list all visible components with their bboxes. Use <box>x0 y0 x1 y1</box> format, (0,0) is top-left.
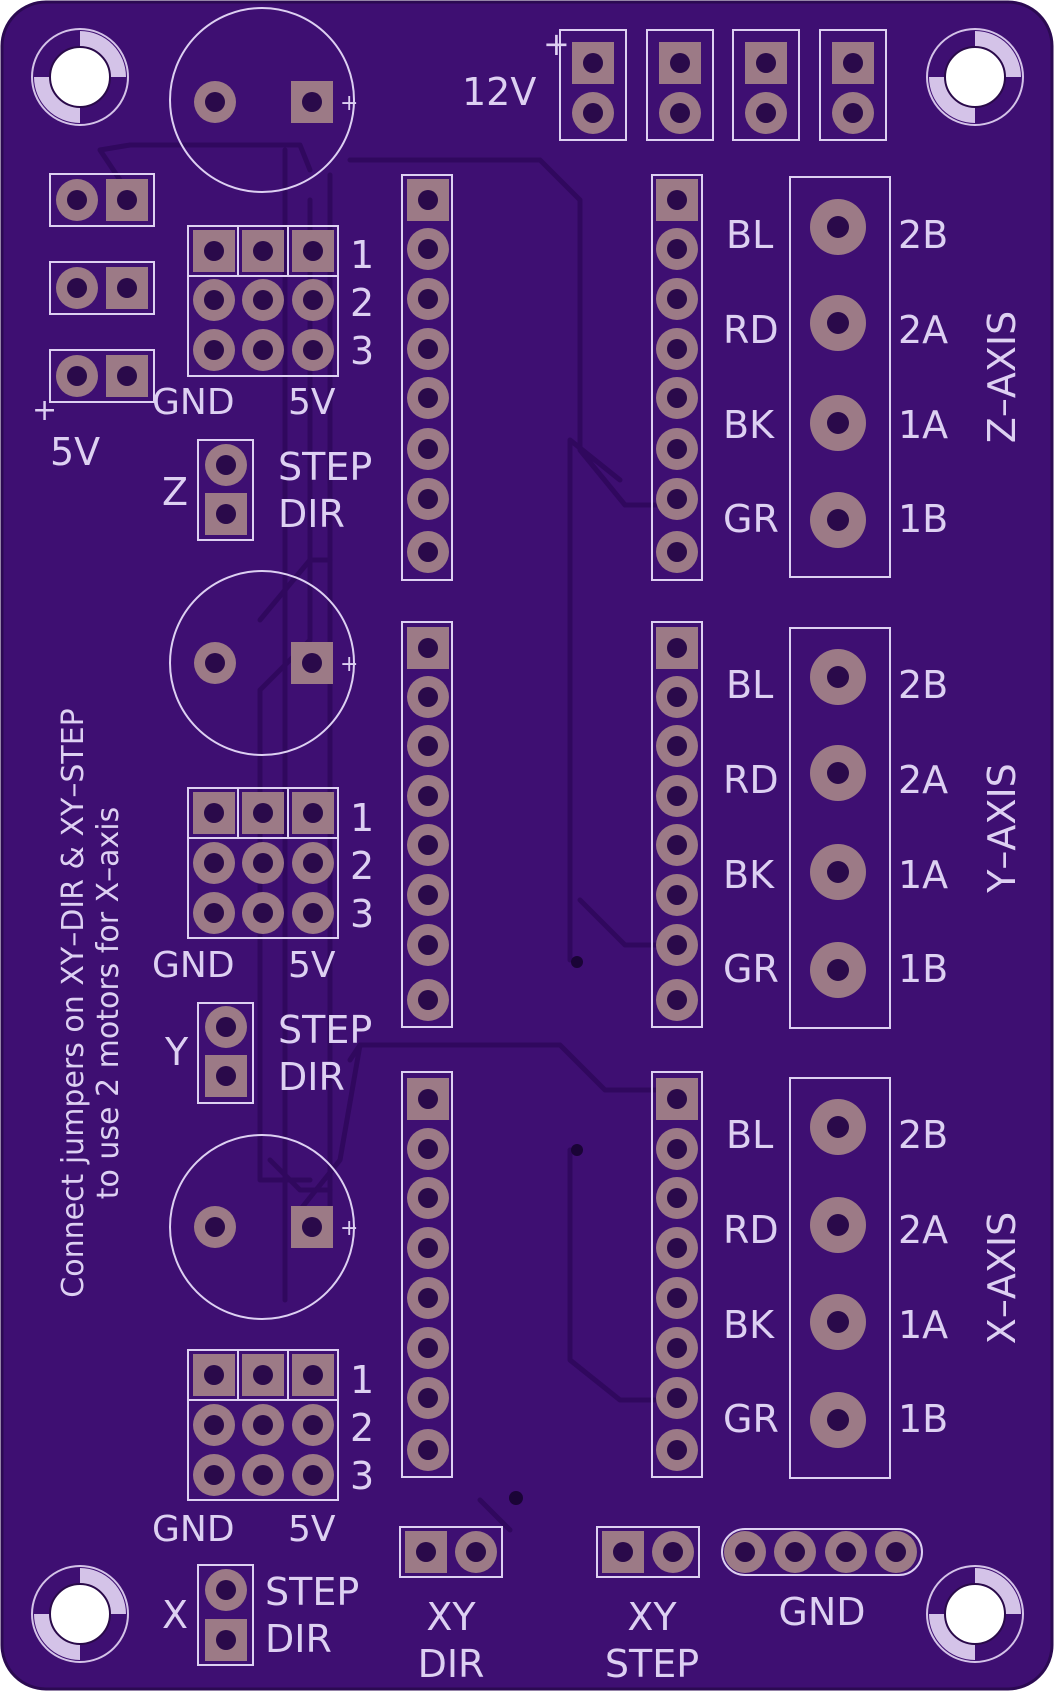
mount-hole-tl <box>31 28 129 126</box>
jumper2-row2: 2 <box>350 844 374 888</box>
x-wire-gr: GR <box>723 1397 779 1441</box>
svg-text:+: + <box>340 1216 358 1241</box>
xy-dir-label-1: XY <box>426 1595 476 1639</box>
driver-socket-z-right <box>651 174 703 581</box>
z-pin-2a: 2A <box>898 308 948 352</box>
motor-connector-x <box>789 1077 891 1479</box>
x-pin-2a: 2A <box>898 1208 948 1252</box>
driver-socket-z-left <box>401 174 453 581</box>
z-dir-label: DIR <box>278 492 345 536</box>
y-pin-1a: 1A <box>898 853 948 897</box>
z-wire-gr: GR <box>723 497 779 541</box>
capacitor-2: + <box>169 570 358 756</box>
xy-step-label-1: XY <box>627 1595 677 1639</box>
y-wire-gr: GR <box>723 947 779 991</box>
x-pin-1b: 1B <box>898 1397 948 1441</box>
gnd-header <box>721 1528 923 1576</box>
xy-dir-header <box>399 1526 503 1578</box>
driver-socket-y-left <box>401 621 453 1028</box>
motor-connector-y <box>789 627 891 1029</box>
jumper3-row3: 3 <box>350 1454 374 1498</box>
driver-socket-y-right <box>651 621 703 1028</box>
jumper1-gnd: GND <box>152 382 235 423</box>
y-wire-bk: BK <box>723 853 775 897</box>
x-wire-bl: BL <box>726 1113 773 1157</box>
gnd-label: GND <box>778 1590 865 1634</box>
capacitor-1: + <box>169 7 358 193</box>
z-pin-2b: 2B <box>898 213 948 257</box>
x-pin-2b: 2B <box>898 1113 948 1157</box>
jumper1-row1: 1 <box>350 233 374 277</box>
z-step-dir-header <box>197 439 254 541</box>
z-wire-bk: BK <box>723 403 775 447</box>
x-letter: X <box>162 1593 188 1637</box>
x-axis-label: X–AXIS <box>980 1212 1024 1344</box>
x-wire-rd: RD <box>723 1208 779 1252</box>
jumper2-row1: 1 <box>350 796 374 840</box>
y-step-label: STEP <box>278 1008 372 1052</box>
svg-text:+: + <box>340 652 358 677</box>
label-12v: 12V <box>462 70 536 114</box>
jumper2-gnd: GND <box>152 945 235 986</box>
y-letter: Y <box>164 1030 189 1074</box>
jumper2-row3: 3 <box>350 892 374 936</box>
svg-text:+: + <box>340 91 358 116</box>
power-12v-headers <box>559 29 887 141</box>
x-pin-1a: 1A <box>898 1303 948 1347</box>
z-pin-1b: 1B <box>898 497 948 541</box>
y-axis-label: Y–AXIS <box>980 763 1024 894</box>
jumper-header-2 <box>187 787 339 939</box>
z-letter: Z <box>162 470 188 514</box>
label-12v-plus: + <box>543 25 570 63</box>
xy-dir-label-2: DIR <box>418 1642 485 1686</box>
x-dir-label: DIR <box>265 1617 332 1661</box>
x-wire-bk: BK <box>723 1303 775 1347</box>
z-wire-rd: RD <box>723 308 779 352</box>
z-wire-bl: BL <box>726 213 773 257</box>
jumper-header-1 <box>187 225 339 377</box>
jumper-header-3 <box>187 1349 339 1501</box>
label-5v: 5V <box>50 430 100 474</box>
x-step-label: STEP <box>265 1570 359 1614</box>
mount-hole-br <box>926 1565 1024 1663</box>
z-pin-1a: 1A <box>898 403 948 447</box>
jumper3-gnd: GND <box>152 1509 235 1550</box>
y-dir-label: DIR <box>278 1055 345 1099</box>
xy-step-header <box>596 1526 700 1578</box>
y-wire-bl: BL <box>726 663 773 707</box>
mount-hole-bl <box>31 1565 129 1663</box>
jumper3-5v: 5V <box>288 1509 336 1550</box>
y-step-dir-header <box>197 1002 254 1104</box>
y-wire-rd: RD <box>723 758 779 802</box>
jumper1-row2: 2 <box>350 281 374 325</box>
x-step-dir-header <box>197 1564 254 1666</box>
label-5v-plus: + <box>32 393 57 428</box>
jumper1-5v: 5V <box>288 382 336 423</box>
driver-socket-x-right <box>651 1071 703 1478</box>
jumper2-5v: 5V <box>288 945 336 986</box>
driver-socket-x-left <box>401 1071 453 1478</box>
y-pin-2b: 2B <box>898 663 948 707</box>
capacitor-3: + <box>169 1134 358 1320</box>
y-pin-2a: 2A <box>898 758 948 802</box>
z-axis-label: Z–AXIS <box>980 311 1024 443</box>
xy-step-label-2: STEP <box>605 1642 699 1686</box>
z-step-label: STEP <box>278 445 372 489</box>
note-line-2: to use 2 motors for X–axis <box>91 807 126 1200</box>
jumper3-row1: 1 <box>350 1358 374 1402</box>
motor-connector-z <box>789 176 891 578</box>
power-5v-headers <box>49 173 155 403</box>
jumper1-row3: 3 <box>350 329 374 373</box>
y-pin-1b: 1B <box>898 947 948 991</box>
note-line-1: Connect jumpers on XY–DIR & XY–STEP <box>56 708 91 1297</box>
jumper3-row2: 2 <box>350 1406 374 1450</box>
mount-hole-tr <box>926 28 1024 126</box>
